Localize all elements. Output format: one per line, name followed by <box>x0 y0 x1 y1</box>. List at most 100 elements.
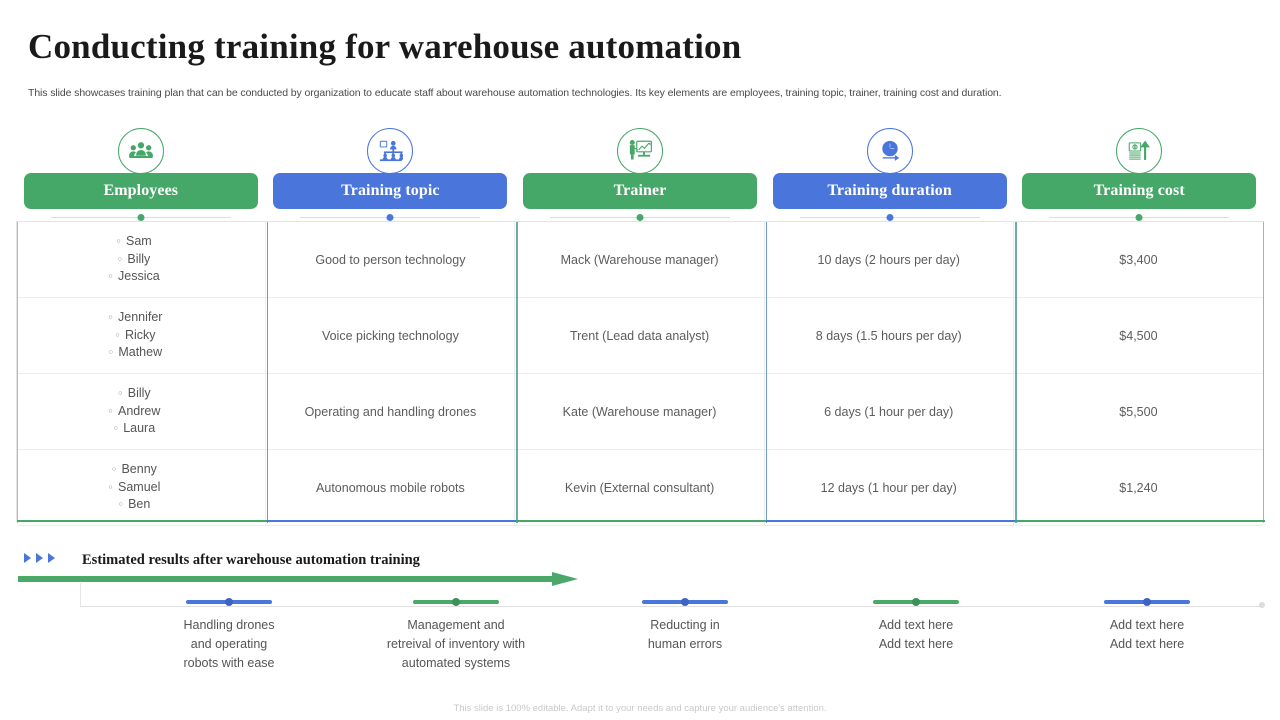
triple-arrow-icon <box>24 553 55 563</box>
column-edge <box>17 222 19 523</box>
cell-employees: SamBillyJessica <box>17 222 267 297</box>
table-row: BillyAndrewLaura Operating and handling d… <box>17 374 1263 450</box>
timeline-segment <box>413 598 499 606</box>
column-header-employees[interactable]: Employees <box>23 128 258 221</box>
cell-duration: 8 days (1.5 hours per day) <box>765 298 1014 373</box>
column-header-training-duration[interactable]: Training duration <box>772 128 1007 221</box>
employee-list: SamBillyJessica <box>103 233 160 286</box>
employee-name: Jennifer <box>103 309 162 327</box>
header-dot <box>636 214 644 221</box>
presenter-whiteboard-icon <box>617 128 663 174</box>
column-header-pill[interactable]: Training cost <box>1022 173 1257 209</box>
slide-subtitle: This slide showcases training plan that … <box>28 87 1002 99</box>
column-header-pill[interactable]: Trainer <box>523 173 757 209</box>
cell-trainer: Mack (Warehouse manager) <box>515 222 765 297</box>
clock-arrow-icon <box>866 128 913 174</box>
header-dot <box>1135 214 1143 221</box>
timeline-segment <box>642 598 728 606</box>
timeline-tick-line: Handling drones <box>183 618 275 632</box>
column-header-label: Employees <box>103 182 179 199</box>
timeline-tick-line: Add text here <box>1109 637 1185 651</box>
column-edge <box>266 222 268 523</box>
employee-name: Billy <box>103 385 160 403</box>
cell-topic: Autonomous mobile robots <box>266 450 516 525</box>
column-header-pill[interactable]: Training duration <box>772 173 1007 209</box>
timeline-axis-end-dot <box>1259 602 1265 608</box>
timeline-dot <box>1143 598 1151 606</box>
column-header-pill[interactable]: Employees <box>23 173 258 209</box>
money-growth-icon <box>1116 128 1163 174</box>
timeline-axis <box>80 606 1264 607</box>
progress-arrow-icon <box>18 572 578 586</box>
employee-list: BennySamuelBen <box>103 461 160 514</box>
employee-name: Billy <box>103 251 160 269</box>
estimated-results-heading: Estimated results after warehouse automa… <box>82 552 420 568</box>
header-dot <box>386 214 394 221</box>
timeline-tick-line: Add text here <box>1109 618 1185 632</box>
timeline-segment <box>873 598 959 606</box>
employee-name: Laura <box>103 420 160 438</box>
timeline-tick[interactable]: Reducting in human errors <box>570 598 800 654</box>
cell-topic: Operating and handling drones <box>266 374 516 449</box>
column-header-training-cost[interactable]: Training cost <box>1022 128 1257 221</box>
table-row: JenniferRickyMathew Voice picking technol… <box>17 298 1263 374</box>
timeline-tick-label: Reducting in human errors <box>570 616 800 654</box>
timeline-dot <box>912 598 920 606</box>
column-bottom-bar <box>1015 520 1265 522</box>
cell-employees: BillyAndrewLaura <box>17 374 267 449</box>
timeline-axis-start <box>80 583 81 607</box>
group-people-icon <box>117 128 164 174</box>
training-plan-table: SamBillyJessicaGood to person technology… <box>16 221 1265 526</box>
column-edge <box>516 222 518 523</box>
timeline-tick-line: retreival of inventory with <box>386 637 526 651</box>
cell-topic: Voice picking technology <box>266 298 516 373</box>
column-bottom-bar <box>17 520 267 522</box>
timeline-segment <box>186 598 272 606</box>
timeline-segment <box>1104 598 1190 606</box>
timeline-tick-line: human errors <box>647 637 723 651</box>
employee-name: Mathew <box>103 344 162 362</box>
cell-trainer: Kevin (External consultant) <box>515 450 765 525</box>
employee-name: Jessica <box>103 268 160 286</box>
employee-name: Benny <box>103 461 160 479</box>
timeline-tick-line: Add text here <box>878 637 954 651</box>
cell-duration: 10 days (2 hours per day) <box>765 222 1014 297</box>
column-header-label: Training duration <box>827 182 952 199</box>
cell-cost: $3,400 <box>1119 252 1158 267</box>
employee-list: BillyAndrewLaura <box>103 385 160 438</box>
column-header-label: Training topic <box>341 182 440 199</box>
slide-footer-note: This slide is 100% editable. Adapt it to… <box>453 703 827 714</box>
timeline-tick-line: Reducting in <box>650 618 720 632</box>
cell-trainer: Trent (Lead data analyst) <box>515 298 765 373</box>
org-chart-icon <box>367 128 414 174</box>
timeline-tick-line: Add text here <box>878 618 954 632</box>
header-dot <box>886 214 894 221</box>
column-header-training-topic[interactable]: Training topic <box>273 128 508 221</box>
page-title: Conducting training for warehouse automa… <box>28 27 742 66</box>
employee-name: Andrew <box>103 403 160 421</box>
cell-cost: $5,500 <box>1119 404 1158 419</box>
column-edge <box>765 222 768 523</box>
employee-name: Samuel <box>103 479 160 497</box>
timeline-dot <box>452 598 460 606</box>
cell-employees: BennySamuelBen <box>17 450 267 525</box>
cell-topic: Good to person technology <box>266 222 516 297</box>
column-header-row: Employees Training topic Trainer Training d… <box>16 128 1264 221</box>
timeline-tick-line: automated systems <box>401 656 511 670</box>
column-header-label: Training cost <box>1093 182 1185 199</box>
column-bottom-bar <box>765 520 1016 522</box>
column-header-label: Trainer <box>613 182 667 199</box>
employee-name: Ricky <box>103 327 162 345</box>
column-header-pill[interactable]: Training topic <box>273 173 508 209</box>
timeline-dot <box>225 598 233 606</box>
column-header-trainer[interactable]: Trainer <box>523 128 757 221</box>
employee-name: Sam <box>103 233 160 251</box>
timeline-tick-line: robots with ease <box>183 656 275 670</box>
